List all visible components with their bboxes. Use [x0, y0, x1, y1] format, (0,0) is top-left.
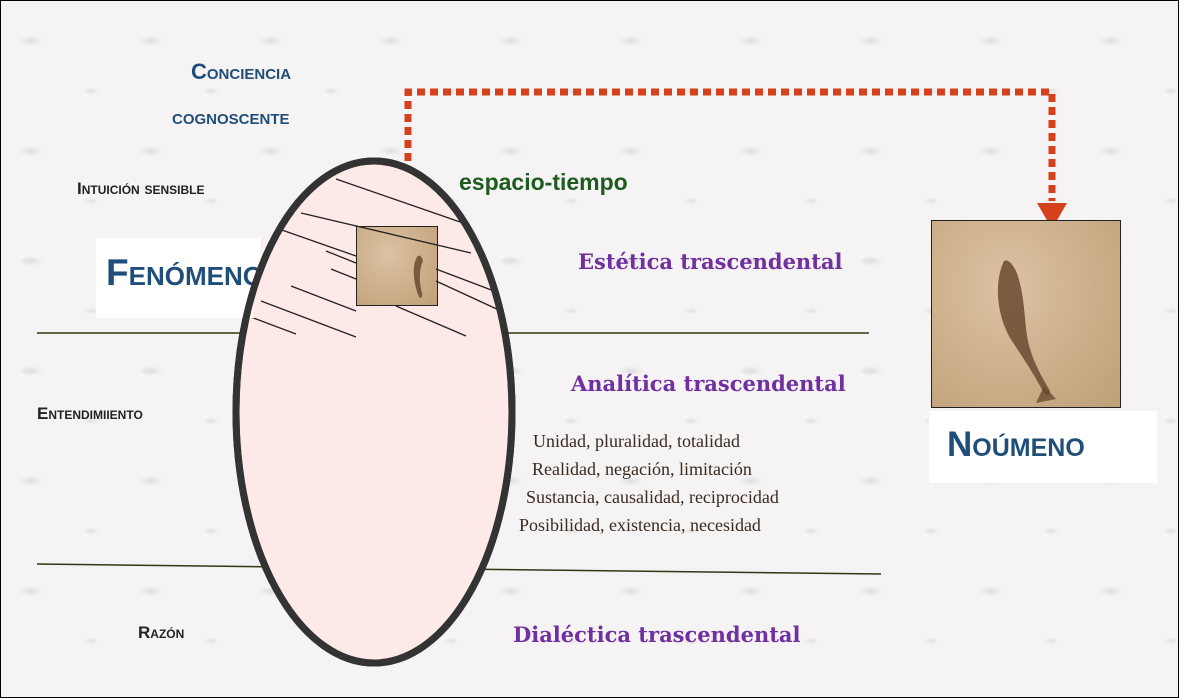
analitica-trascendental: Analítica trascendental [571, 371, 846, 396]
category-row: Sustancia, causalidad, reciprocidad [526, 487, 779, 508]
noumeno-box: Noúmeno [929, 411, 1157, 483]
espacio-tiempo-label: espacio-tiempo [459, 169, 628, 196]
title-line1: Conciencia [191, 59, 291, 85]
noumeno-label: Noúmeno [947, 425, 1085, 465]
fish-fossil-icon [932, 221, 1120, 407]
estetica-trascendental: Estética trascendental [578, 249, 842, 274]
dialectica-trascendental: Dialéctica trascendental [513, 622, 801, 647]
category-row: Unidad, pluralidad, totalidad [533, 431, 740, 452]
intuicion-sensible-label: Intuición sensible [77, 179, 204, 199]
category-row: Realidad, negación, limitación [532, 459, 752, 480]
entendimiento-label: Entendimiiento [37, 404, 143, 424]
fenomeno-label: Fenómeno [106, 252, 261, 294]
category-row: Posibilidad, existencia, necesidad [519, 515, 761, 536]
title-line2: cognoscente [172, 104, 290, 130]
noumeno-fossil-image [931, 220, 1121, 408]
razon-label: Razón [138, 623, 184, 643]
fenomeno-box: Fenómeno [96, 238, 261, 318]
